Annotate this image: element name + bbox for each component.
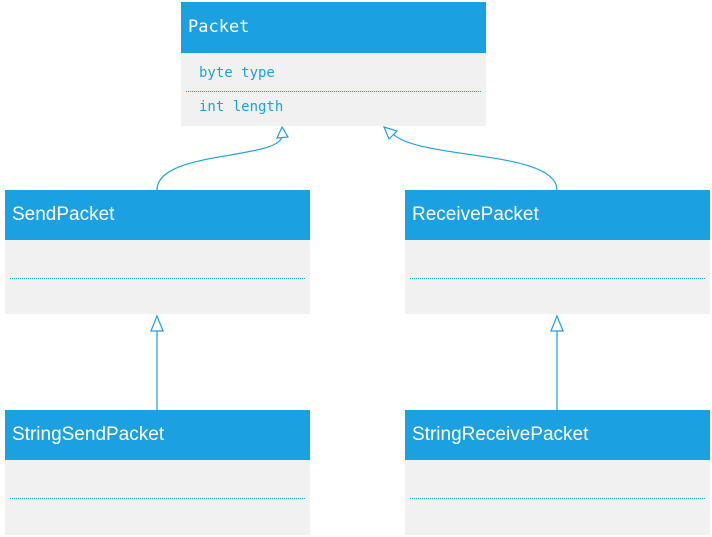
inheritance-arrowhead [382,126,399,141]
class-packet-attribute-type: byte type [199,65,275,81]
class-string-send-packet[interactable]: StringSendPacket [5,410,310,535]
compartment-divider [410,278,705,279]
class-receive-packet-name: ReceivePacket [405,190,710,240]
inheritance-arrowhead [550,314,564,332]
class-packet-name: Packet [181,2,486,53]
class-receive-packet[interactable]: ReceivePacket [405,190,710,314]
inheritance-arrowhead [150,314,164,332]
compartment-divider [410,498,705,499]
class-packet-attribute-length: int length [199,99,284,115]
inheritance-arrowhead [276,125,290,139]
class-string-receive-packet[interactable]: StringReceivePacket [405,410,710,535]
compartment-divider [10,498,305,499]
class-string-receive-packet-name: StringReceivePacket [405,410,710,460]
compartment-divider [10,278,305,279]
edge-receivepacket-packet [392,133,558,191]
edge-sendpacket-packet [156,135,283,191]
class-send-packet[interactable]: SendPacket [5,190,310,314]
class-send-packet-name: SendPacket [5,190,310,240]
compartment-divider [186,91,481,92]
class-string-send-packet-name: StringSendPacket [5,410,310,460]
class-packet[interactable]: Packet byte type int length [181,2,486,126]
